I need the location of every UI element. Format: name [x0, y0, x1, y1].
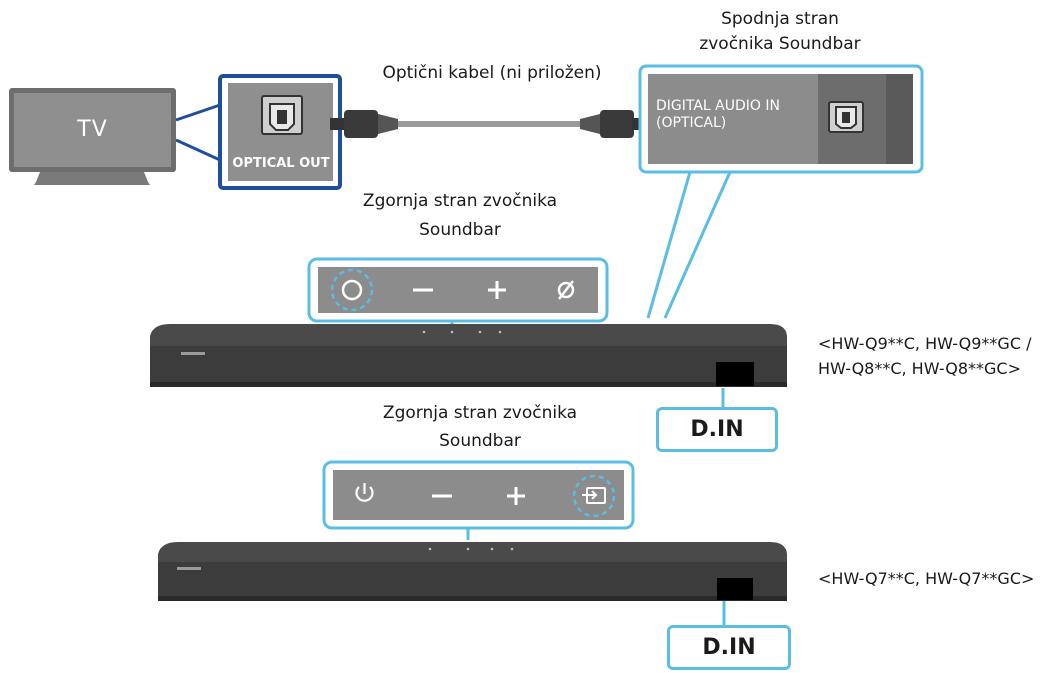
soundbar-bottom-title-2: zvočnika Soundbar [699, 34, 861, 54]
sb1-body-front [150, 346, 787, 382]
tv-callout-line-2 [175, 138, 221, 162]
digital-audio-in-label-2: (OPTICAL) [656, 115, 727, 131]
soundbar1-model-2: HW-Q8**C, HW-Q8**GC> [818, 359, 1021, 378]
right-plug-strain [580, 114, 600, 134]
tv-label: TV [77, 117, 108, 142]
sb2-source-highlight [572, 474, 616, 518]
soundbar1-top-title-1: Zgornja stran zvočnika [362, 191, 558, 211]
tv-optical-out-panel [218, 74, 342, 190]
left-plug-body [344, 110, 378, 138]
sb2-body-front [158, 562, 787, 596]
optical-cable [330, 110, 648, 138]
sb1-logo [181, 352, 205, 355]
soundbar2-top-title-1: Zgornja stran zvočnika [382, 403, 578, 423]
sb1-mic-off-icon [557, 280, 575, 300]
tv-stand [34, 172, 150, 185]
soundbar1-top-title-2: Soundbar [419, 220, 501, 240]
bottom-callout-line-left [646, 171, 692, 319]
sb1-body-bottom [150, 382, 787, 387]
tv-callout-line [175, 103, 221, 122]
digital-audio-in-label-1: DIGITAL AUDIO IN [656, 98, 780, 114]
soundbar-bottom-panel [638, 64, 924, 174]
sb2-panel-bg [333, 470, 624, 520]
tv-screen [14, 93, 171, 167]
soundbar1-body [150, 324, 787, 387]
optical-port-icon [261, 95, 303, 135]
soundbar2-top-panel [322, 460, 635, 530]
soundbar-bottom-title-1: Spodnja stran [721, 9, 839, 29]
soundbar1-top-panel [307, 257, 609, 323]
sb2-din-port [717, 578, 753, 600]
sb2-body-bottom [158, 596, 787, 601]
sb2-logo [177, 567, 201, 570]
sb2-source-icon [582, 487, 606, 504]
soundbar2-body [158, 542, 787, 601]
sb2-power-icon [355, 483, 374, 502]
soundbar1-model-1: <HW-Q9**C, HW-Q9**GC / [818, 334, 1032, 353]
soundbar2-model-1: <HW-Q7**C, HW-Q7**GC> [818, 569, 1035, 588]
tv-illustration [9, 88, 176, 185]
sb1-panel-bg [318, 267, 598, 313]
cable-label: Optični kabel (ni priložen) [382, 63, 602, 83]
soundbar2-din-label: D.IN [667, 625, 791, 670]
tv-port-label: OPTICAL OUT [232, 156, 330, 171]
bottom-callout-line-right [663, 171, 732, 319]
sb1-power-highlight [330, 268, 374, 312]
left-plug-tip [330, 118, 346, 130]
sb1-din-port [716, 362, 754, 386]
digital-audio-in-port-icon [828, 101, 864, 133]
bottom-panel-edge [886, 74, 913, 164]
left-plug-strain [378, 114, 398, 134]
soundbar1-din-label: D.IN [656, 407, 778, 452]
right-plug-body [600, 110, 634, 138]
soundbar2-top-title-2: Soundbar [439, 431, 521, 451]
sb1-power-icon [341, 279, 363, 301]
